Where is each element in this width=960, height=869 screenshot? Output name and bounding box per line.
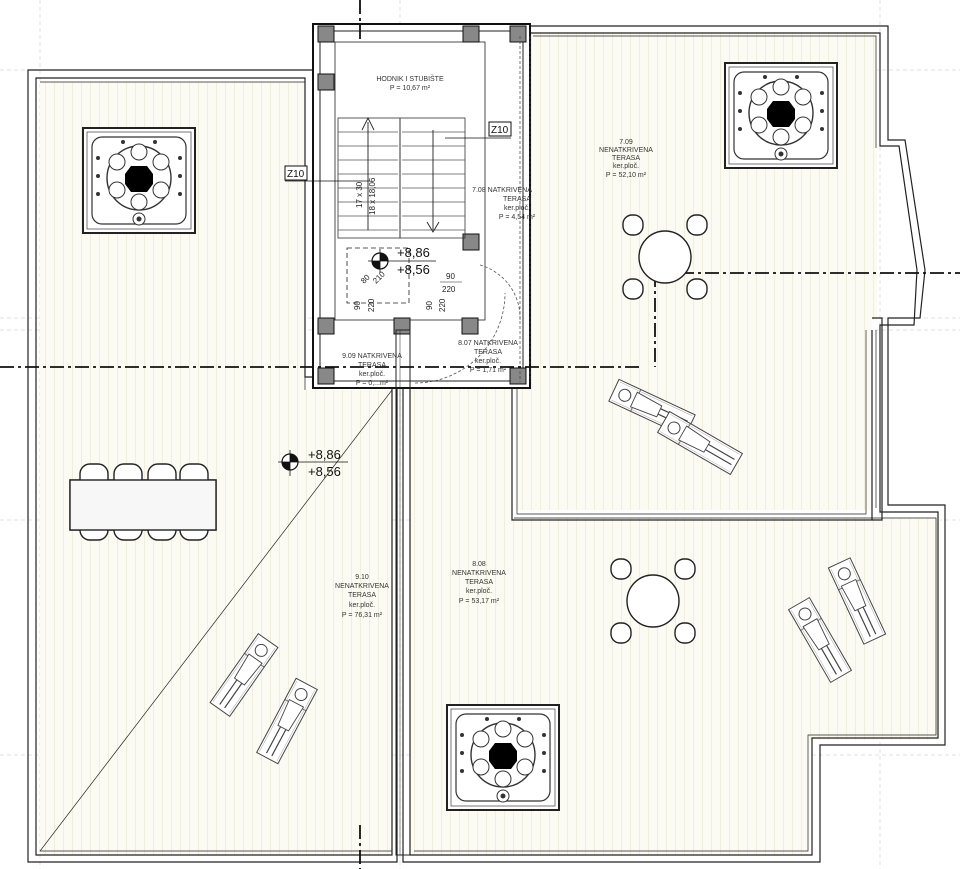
svg-text:Z10: Z10: [287, 169, 305, 180]
svg-text:TERASA: TERASA: [348, 592, 376, 599]
room-label-708: 7.08 NATKRIVENA TERASA ker.ploč. P = 4,5…: [472, 187, 536, 221]
svg-text:9.10: 9.10: [355, 574, 369, 581]
svg-text:TERASA: TERASA: [612, 155, 640, 162]
svg-text:TERASA: TERASA: [474, 349, 502, 356]
svg-text:P = 1,71 m²: P = 1,71 m²: [470, 367, 507, 374]
jacuzzi-west: [82, 127, 196, 234]
stair-dim-a: 17 x 30: [355, 181, 364, 208]
level-2-bottom: +8,56: [308, 464, 341, 479]
svg-text:7.09: 7.09: [619, 139, 633, 146]
svg-text:TERASA: TERASA: [465, 579, 493, 586]
room-label-807: 8.07 NATKRIVENA TERASA ker.ploč. P = 1,7…: [458, 340, 518, 374]
level-marker-1: +8,86 +8,56: [368, 245, 436, 277]
svg-text:8.08: 8.08: [472, 561, 486, 568]
svg-text:9.09 NATKRIVENA: 9.09 NATKRIVENA: [342, 353, 402, 360]
level-1-bottom: +8,56: [397, 262, 430, 277]
room-label-808: 8.08 NENATKRIVENA TERASA ker.ploč. P = 5…: [452, 561, 506, 605]
door-dim-3-bottom: 220: [438, 298, 447, 312]
level-1-top: +8,86: [397, 245, 430, 260]
jacuzzi-south: [446, 704, 560, 811]
room-label-709: 7.09 NENATKRIVENA TERASA ker.ploč. P = 5…: [599, 139, 653, 179]
svg-text:ker.ploč.: ker.ploč.: [504, 205, 530, 212]
svg-text:8.07 NATKRIVENA: 8.07 NATKRIVENA: [458, 340, 518, 347]
stair-core: [312, 23, 531, 389]
svg-text:ker.ploč.: ker.ploč.: [349, 602, 375, 609]
dining-table: [69, 463, 217, 541]
svg-text:ker.ploč.: ker.ploč.: [475, 358, 501, 365]
door-dim-1-top: 90: [446, 272, 455, 281]
room-label-910: 9.10 NENATKRIVENA TERASA ker.ploč. P = 7…: [335, 574, 389, 619]
svg-text:TERASA: TERASA: [503, 196, 531, 203]
svg-text:P = 53,17 m²: P = 53,17 m²: [459, 598, 500, 605]
svg-text:P = 10,67 m²: P = 10,67 m²: [390, 85, 431, 92]
door-dim-2-bottom: 220: [367, 298, 376, 312]
svg-text:ker.ploč.: ker.ploč.: [359, 371, 385, 378]
tag-z10-left: Z10: [284, 165, 370, 182]
svg-text:P = 52,10 m²: P = 52,10 m²: [606, 172, 647, 179]
svg-text:HODNIK I STUBIŠTE: HODNIK I STUBIŠTE: [376, 74, 444, 83]
level-marker-2: +8,86 +8,56: [278, 447, 348, 479]
door-dim-2-top: 90: [353, 301, 362, 310]
door-dim-3-top: 90: [425, 301, 434, 310]
svg-text:P = 76,31 m²: P = 76,31 m²: [342, 612, 383, 619]
svg-text:NENATKRIVENA: NENATKRIVENA: [452, 570, 506, 577]
level-2-top: +8,86: [308, 447, 341, 462]
svg-text:P = 4,54 m²: P = 4,54 m²: [499, 214, 536, 221]
room-label-stair: HODNIK I STUBIŠTE P = 10,67 m²: [376, 74, 444, 92]
tag-z10-right: Z10: [445, 121, 512, 139]
svg-text:TERASA: TERASA: [358, 362, 386, 369]
svg-text:7.08 NATKRIVENA: 7.08 NATKRIVENA: [472, 187, 532, 194]
svg-text:ker.ploč.: ker.ploč.: [466, 588, 492, 595]
door-dim-1-bottom: 220: [442, 285, 456, 294]
svg-text:NENATKRIVENA: NENATKRIVENA: [599, 147, 653, 154]
walkway-strip: [395, 329, 411, 856]
stair-dim-b: 18 x 18,06: [368, 177, 377, 215]
svg-text:NENATKRIVENA: NENATKRIVENA: [335, 583, 389, 590]
svg-text:Z10: Z10: [491, 125, 509, 136]
svg-text:P = 0,...m²: P = 0,...m²: [356, 380, 389, 387]
svg-text:ker.ploč.: ker.ploč.: [613, 163, 639, 170]
room-label-909: 9.09 NATKRIVENA TERASA ker.ploč. P = 0,.…: [342, 353, 402, 387]
jacuzzi-northeast: [724, 62, 838, 169]
